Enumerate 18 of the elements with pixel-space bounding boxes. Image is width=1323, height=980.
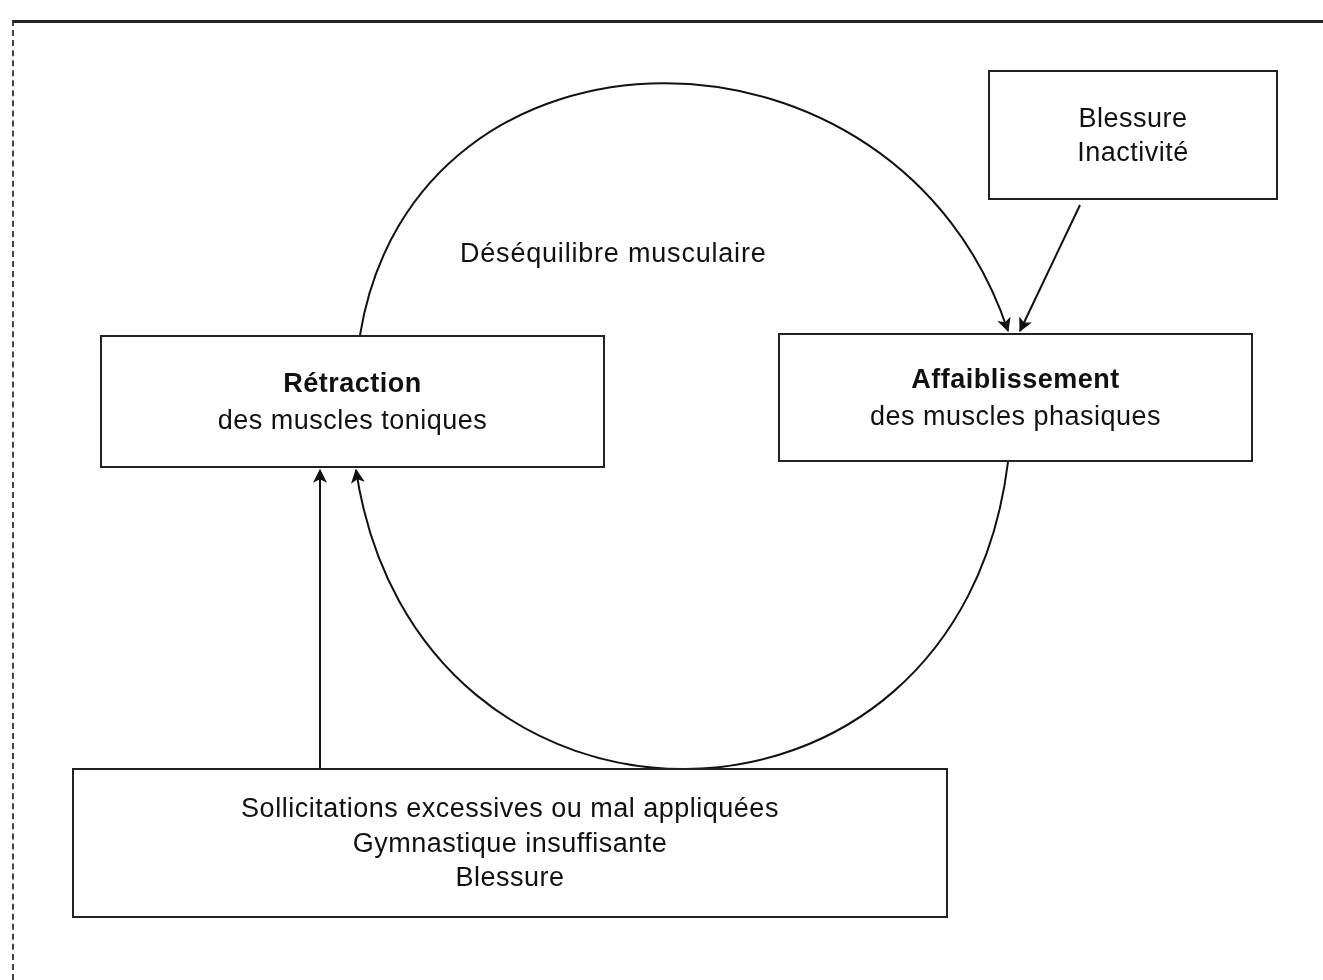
arrow [359, 82, 1009, 336]
box-text: Blessure [455, 861, 565, 894]
box-text: Gymnastique insuffisante [352, 826, 668, 860]
process-box [778, 333, 1253, 462]
arrow [1019, 204, 1081, 333]
box-text: Sollicitations excessives ou mal appliquées [241, 792, 779, 825]
box-text: Inactivité [1077, 136, 1189, 169]
process-box [988, 70, 1278, 200]
box-heading: Affaiblissement [911, 363, 1120, 396]
cycle-label: Déséquilibre musculaire [460, 238, 767, 269]
arrow [352, 461, 1009, 770]
box-heading: Rétraction [283, 367, 422, 400]
process-box [72, 768, 948, 918]
box-text: des muscles phasiques [869, 399, 1162, 432]
box-text: des muscles toniques [217, 403, 488, 436]
arrow [313, 468, 327, 769]
process-box [100, 335, 605, 468]
box-text: Blessure [1078, 101, 1188, 134]
